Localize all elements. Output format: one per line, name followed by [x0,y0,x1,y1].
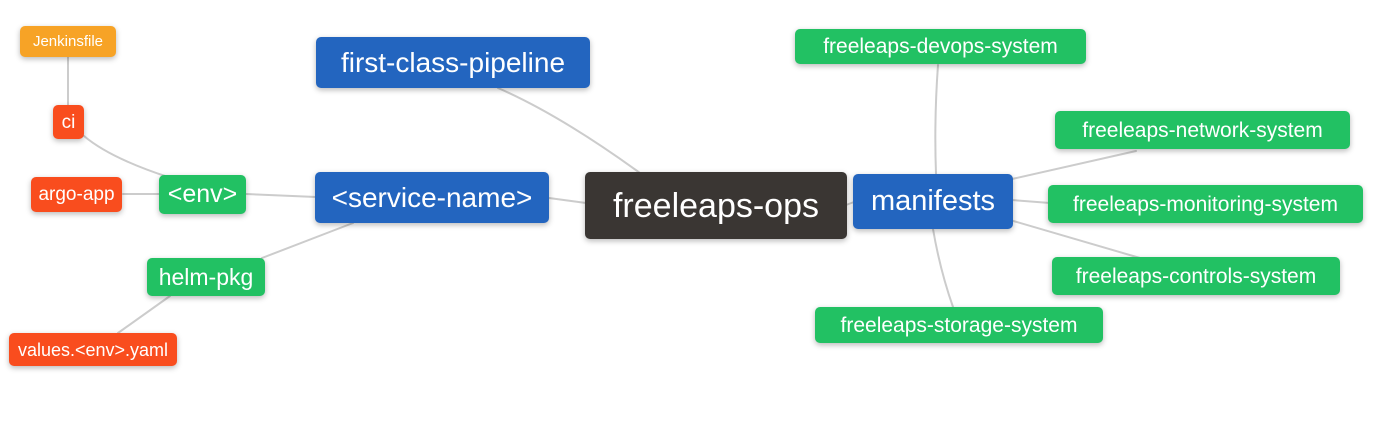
node-freeleaps-storage-system[interactable]: freeleaps-storage-system [815,307,1103,343]
edge-service-name-helm-pkg [261,222,354,259]
node-freeleaps-controls-system[interactable]: freeleaps-controls-system [1052,257,1340,295]
node-first-class-pipeline[interactable]: first-class-pipeline [316,37,590,88]
edge-manifests-controls [1009,219,1141,259]
edge-manifests-network [1011,150,1137,180]
node-jenkinsfile[interactable]: Jenkinsfile [20,26,116,57]
edge-manifests-monitoring [1011,199,1051,204]
node-freeleaps-devops-system[interactable]: freeleaps-devops-system [795,29,1086,64]
edge-env-service-name [245,193,317,198]
edge-pipeline-freeleaps-ops [497,87,641,174]
edge-service-name-ops [548,197,587,204]
node-freeleaps-monitoring-system[interactable]: freeleaps-monitoring-system [1048,185,1363,223]
node-env[interactable]: <env> [159,175,246,214]
edge-ci-env [83,135,169,178]
node-freeleaps-ops[interactable]: freeleaps-ops [585,172,847,239]
node-service-name[interactable]: <service-name> [315,172,549,223]
node-argo-app[interactable]: argo-app [31,177,122,212]
node-manifests[interactable]: manifests [853,174,1013,229]
edge-manifests-storage [932,228,954,308]
node-helm-pkg[interactable]: helm-pkg [147,258,265,296]
node-freeleaps-network-system[interactable]: freeleaps-network-system [1055,111,1350,149]
edge-helm-pkg-values-yaml [117,295,171,334]
edge-manifests-devops [934,64,939,175]
node-values-env-yaml[interactable]: values.<env>.yaml [9,333,177,366]
node-ci[interactable]: ci [53,105,84,139]
